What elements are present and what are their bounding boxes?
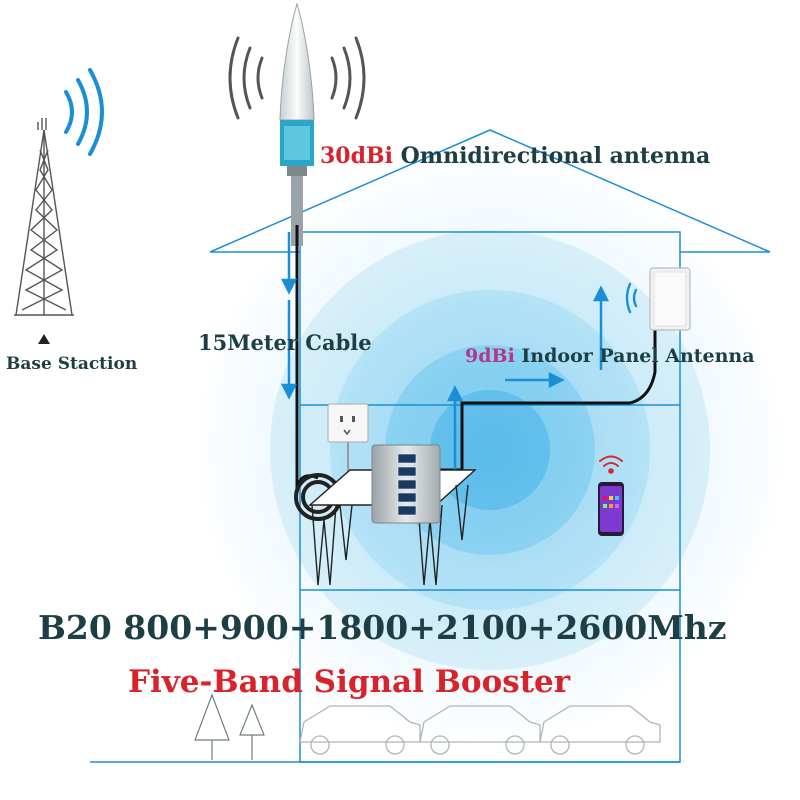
car-icon (299, 705, 661, 755)
outdoor-gain-label: 30dBi (320, 143, 393, 169)
indoor-gain-label: 9dBi (465, 345, 515, 367)
base-station-marker (38, 334, 50, 344)
coverage-area (200, 160, 780, 740)
outdoor-antenna-name: Omnidirectional antenna (400, 143, 711, 169)
frequency-bands-title: B20 800+900+1800+2100+2600Mhz (38, 608, 727, 647)
tower-signal-icon (64, 68, 104, 156)
outdoor-antenna-label: 30dBi Omnidirectional antenna (320, 143, 710, 169)
product-title: Five-Band Signal Booster (128, 664, 571, 700)
omni-antenna-icon (279, 2, 315, 176)
panel-signal-icon (625, 282, 638, 314)
indoor-antenna-name: Indoor Panel Antenna (521, 345, 755, 367)
power-socket-icon (327, 403, 369, 443)
base-station-label: Base Staction (6, 354, 138, 374)
antenna-mast (291, 176, 303, 246)
antenna-signal-icon (228, 36, 366, 120)
signal-flow-arrows (280, 232, 610, 470)
wifi-icon (599, 455, 623, 474)
tower-icon (14, 118, 74, 316)
tree-icon (194, 693, 265, 760)
indoor-antenna-label: 9dBi Indoor Panel Antenna (465, 345, 755, 367)
smartphone-icon (598, 482, 624, 536)
panel-antenna-icon (649, 267, 691, 331)
booster-icon (371, 444, 441, 524)
cable-length-label: 15Meter Cable (198, 330, 372, 355)
